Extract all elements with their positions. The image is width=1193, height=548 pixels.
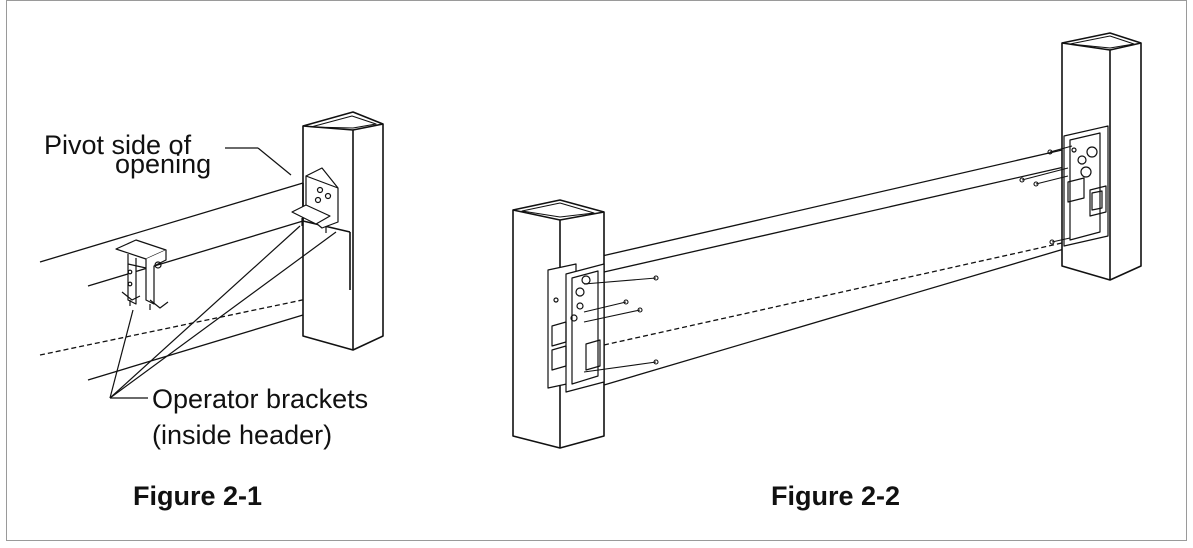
operator-brackets-label-line1: Operator brackets (152, 384, 369, 414)
operator-brackets-label-line2: (inside header) (152, 420, 333, 450)
pivot-side-label-line1: Pivot side of (44, 130, 192, 160)
jamb-post (302, 111, 384, 351)
header-span-lines (575, 149, 1109, 386)
pivot-bracket (291, 167, 339, 233)
figure-2-1-drawing (39, 111, 384, 399)
header-lines (39, 182, 351, 381)
left-mounting-plates (547, 263, 605, 393)
leader-lines (109, 147, 337, 399)
figure-2-1-caption: Figure 2-1 (133, 481, 263, 511)
left-screws (583, 275, 659, 373)
figure-2-2-drawing (512, 32, 1142, 449)
right-screws (1019, 145, 1073, 245)
figure-2-2-caption: Figure 2-2 (771, 481, 901, 511)
operator-bracket (115, 239, 169, 310)
pivot-side-label-line2: opening (115, 149, 212, 179)
diagram-frame (6, 0, 1187, 541)
right-mounting-plate (1063, 125, 1109, 247)
